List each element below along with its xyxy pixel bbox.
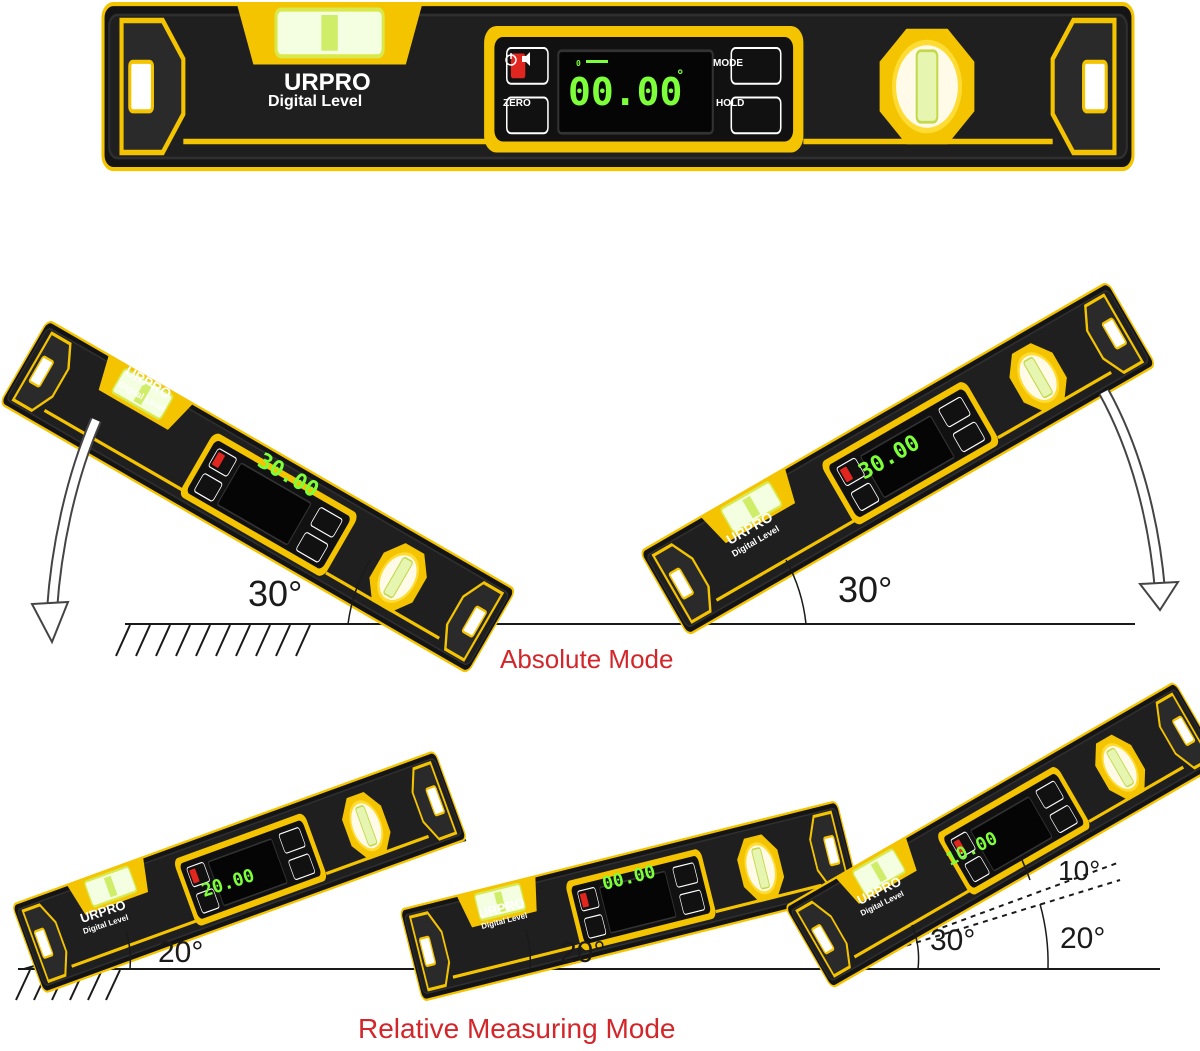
brand-product-top: Digital Level <box>268 93 362 110</box>
brand-name-top: URPRO <box>284 69 371 96</box>
angle-label-relative-third-relative: 10° <box>1058 855 1100 886</box>
caption-relative-mode: Relative Measuring Mode <box>358 1013 676 1044</box>
level-absolute-left <box>0 318 518 675</box>
angle-arc-absolute-right <box>785 559 807 625</box>
angle-arc-relative-third-base <box>1039 903 1049 970</box>
angle-arc-relative-first <box>125 929 132 970</box>
caption-absolute-mode: Absolute Mode <box>500 644 673 674</box>
ground-hatch-icon <box>15 968 1160 1001</box>
sound-icon <box>522 52 530 66</box>
angle-label-absolute-right: 30° <box>838 569 892 610</box>
angle-label-absolute-left: 30° <box>248 573 302 614</box>
angle-arc-relative-third-total <box>911 924 920 970</box>
rotation-arrow-icon <box>1098 389 1180 612</box>
power-icon[interactable] <box>505 53 517 66</box>
level-relative-second <box>398 799 861 1003</box>
lcd-bar-top <box>586 60 608 63</box>
angle-label-relative-third-base: 20° <box>1060 922 1105 955</box>
zero-button-label[interactable]: ZERO <box>503 98 531 109</box>
angle-arc-relative-second <box>525 929 532 970</box>
angle-arc-relative-third-relative <box>1021 859 1031 881</box>
angle-label-relative-third-total: 30° <box>930 924 975 957</box>
lcd-unit-top: ° <box>676 68 684 84</box>
rotation-arrow-icon <box>30 417 102 645</box>
hold-button-label[interactable]: HOLD <box>716 98 744 109</box>
angle-arc-absolute-left <box>347 559 371 625</box>
ground-hatch-icon <box>115 623 1135 657</box>
lcd-marker-top: 0 <box>576 59 581 68</box>
lcd-reading-top: 00.00 <box>568 70 682 114</box>
angle-label-relative-first: 20° <box>158 936 203 969</box>
angle-label-relative-second: 20° <box>560 936 605 969</box>
mode-button-label[interactable]: MODE <box>713 58 743 69</box>
